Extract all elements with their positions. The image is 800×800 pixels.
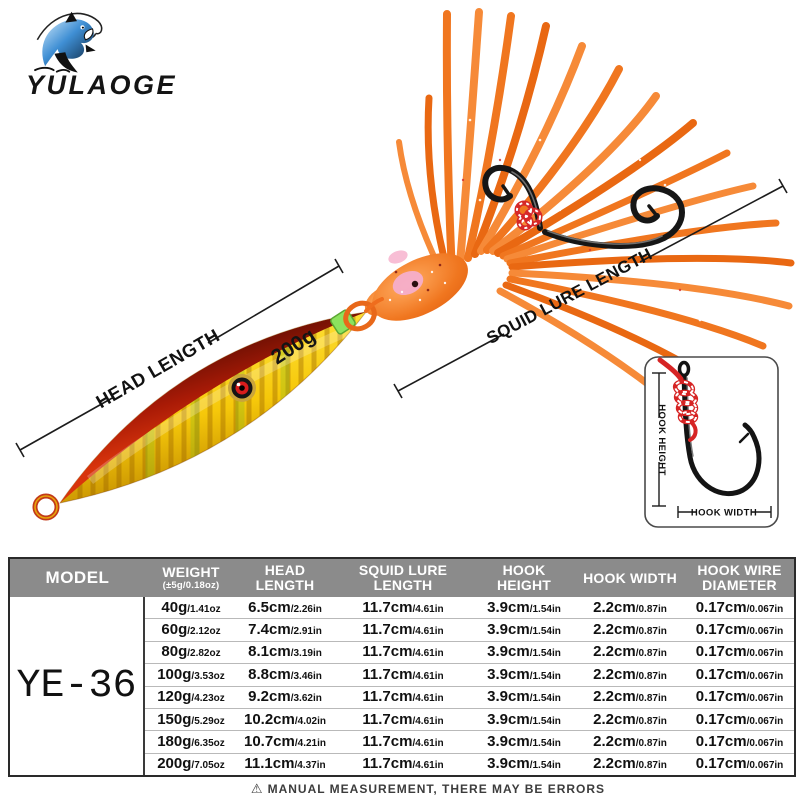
- table-cell-squid-lure-length: 11.7cm/4.61in: [362, 755, 444, 773]
- table-rows: 40g/1.41oz 6.5cm/2.26in 11.7cm/4.61in 3.9cm…: [145, 597, 794, 775]
- table-cell-hook-wire-diameter: 0.17cm/0.067in: [695, 688, 784, 706]
- skirt-head: [364, 250, 468, 321]
- table-cell-hook-wire-diameter: 0.17cm/0.067in: [695, 710, 784, 728]
- table-cell-weight: 120g/4.23oz: [157, 688, 225, 706]
- table-cell-weight: 180g/6.35oz: [157, 732, 225, 750]
- table-cell-weight: 100g/3.53oz: [157, 665, 225, 683]
- table-cell-squid-lure-length: 11.7cm/4.61in: [362, 710, 444, 728]
- table-cell-squid-lure-length: 11.7cm/4.61in: [362, 732, 444, 750]
- table-cell-hook-wire-diameter: 0.17cm/0.067in: [695, 598, 784, 616]
- table-cell-head-length: 11.1cm/4.37in: [244, 755, 326, 773]
- warning-triangle-icon: ⚠: [250, 781, 264, 796]
- column-header: HOOK WIRE DIAMETER: [697, 562, 782, 593]
- table-cell-weight: 60g/2.12oz: [161, 621, 221, 639]
- table-row: 40g/1.41oz 6.5cm/2.26in 11.7cm/4.61in 3.9cm…: [145, 597, 794, 618]
- table-cell-hook-height: 3.9cm/1.54in: [487, 621, 561, 639]
- table-cell-hook-width: 2.2cm/0.87in: [593, 755, 667, 773]
- table-cell-hook-width: 2.2cm/0.87in: [593, 710, 667, 728]
- model-value: YE-36: [16, 663, 137, 709]
- table-cell-hook-width: 2.2cm/0.87in: [593, 598, 667, 616]
- model-cell: YE-36: [10, 597, 145, 775]
- table-cell-weight: 200g/7.05oz: [157, 755, 225, 773]
- table-row: 80g/2.82oz 8.1cm/3.19in 11.7cm/4.61in 3.9cm…: [145, 640, 794, 663]
- table-cell-hook-height: 3.9cm/1.54in: [487, 755, 561, 773]
- disclaimer-text: MANUAL MEASUREMENT, THERE MAY BE ERRORS: [267, 782, 606, 796]
- table-cell-hook-wire-diameter: 0.17cm/0.067in: [695, 755, 784, 773]
- table-cell-hook-height: 3.9cm/1.54in: [487, 732, 561, 750]
- column-header: HOOK WIDTH: [583, 569, 677, 586]
- column-header: HOOK HEIGHT: [496, 562, 552, 593]
- hook-knot: [514, 200, 543, 231]
- tail-ring: [32, 493, 60, 521]
- squid-lure-length-line: [393, 178, 788, 399]
- table-row: 200g/7.05oz 11.1cm/4.37in 11.7cm/4.61in 3.9…: [145, 752, 794, 775]
- table-row: 150g/5.29oz 10.2cm/4.02in 11.7cm/4.61in 3.9…: [145, 707, 794, 730]
- hook-height-label: HOOK HEIGHT: [656, 404, 667, 475]
- table-row: 120g/4.23oz 9.2cm/3.62in 11.7cm/4.61in 3.9c…: [145, 685, 794, 708]
- hook-inset: HOOK HEIGHT HOOK WIDTH: [644, 356, 779, 528]
- table-cell-hook-height: 3.9cm/1.54in: [487, 688, 561, 706]
- table-cell-head-length: 9.2cm/3.62in: [248, 688, 322, 706]
- table-cell-hook-height: 3.9cm/1.54in: [487, 710, 561, 728]
- column-header: WEIGHT(±5g/0.18oz): [162, 564, 220, 591]
- hook-height-line: [652, 372, 666, 507]
- table-body: YE-36 40g/1.41oz 6.5cm/2.26in 11.7cm/4.61i…: [10, 597, 794, 775]
- table-cell-hook-wire-diameter: 0.17cm/0.067in: [695, 643, 784, 661]
- table-cell-weight: 40g/1.41oz: [161, 598, 221, 616]
- table-cell-squid-lure-length: 11.7cm/4.61in: [362, 598, 444, 616]
- brand-name: YULAOGE: [26, 70, 178, 100]
- table-cell-hook-width: 2.2cm/0.87in: [593, 732, 667, 750]
- table-cell-squid-lure-length: 11.7cm/4.61in: [362, 688, 444, 706]
- table-cell-head-length: 8.8cm/3.46in: [248, 665, 322, 683]
- hook-width-line: [677, 506, 772, 518]
- table-cell-weight: 150g/5.29oz: [157, 710, 225, 728]
- skirt-eye: [411, 280, 419, 288]
- table-cell-hook-width: 2.2cm/0.87in: [593, 688, 667, 706]
- table-cell-hook-width: 2.2cm/0.87in: [593, 665, 667, 683]
- table-cell-head-length: 8.1cm/3.19in: [248, 643, 322, 661]
- table-cell-head-length: 7.4cm/2.91in: [248, 621, 322, 639]
- fish-logo-icon: [34, 11, 103, 73]
- table-cell-squid-lure-length: 11.7cm/4.61in: [362, 643, 444, 661]
- squid-skirt: [396, 8, 795, 433]
- head-ring: [330, 297, 384, 335]
- table-cell-hook-height: 3.9cm/1.54in: [487, 665, 561, 683]
- table-cell-hook-width: 2.2cm/0.87in: [593, 643, 667, 661]
- table-row: 180g/6.35oz 10.7cm/4.21in 11.7cm/4.61in 3.9…: [145, 730, 794, 752]
- table-cell-hook-wire-diameter: 0.17cm/0.067in: [695, 621, 784, 639]
- column-header: SQUID LURE LENGTH: [358, 562, 448, 593]
- head-length-line: [15, 258, 344, 458]
- lure-scene: 200g HEAD LENGTH SQUID LURE LENGTH: [15, 8, 795, 528]
- column-header: MODEL: [45, 568, 110, 588]
- table-cell-head-length: 10.7cm/4.21in: [243, 732, 326, 750]
- table-cell-hook-height: 3.9cm/1.54in: [487, 598, 561, 616]
- table-row: 100g/3.53oz 8.8cm/3.46in 11.7cm/4.61in 3.9c…: [145, 663, 794, 685]
- table-cell-head-length: 6.5cm/2.26in: [248, 598, 322, 616]
- hook-width-label: HOOK WIDTH: [691, 508, 757, 519]
- table-cell-hook-wire-diameter: 0.17cm/0.067in: [695, 732, 784, 750]
- table-cell-squid-lure-length: 11.7cm/4.61in: [362, 665, 444, 683]
- spec-table: MODEL WEIGHT(±5g/0.18oz) HEAD LENGTH SQUID …: [8, 557, 796, 777]
- disclaimer: ⚠MANUAL MEASUREMENT, THERE MAY BE ERRORS: [56, 781, 800, 797]
- table-cell-squid-lure-length: 11.7cm/4.61in: [362, 621, 444, 639]
- column-header: HEAD LENGTH: [255, 562, 315, 593]
- table-cell-hook-height: 3.9cm/1.54in: [487, 643, 561, 661]
- jig-eye: [228, 374, 256, 402]
- assist-hooks-icon: [482, 164, 685, 249]
- table-cell-hook-width: 2.2cm/0.87in: [593, 621, 667, 639]
- inset-knot: [657, 357, 699, 442]
- table-header-row: MODEL WEIGHT(±5g/0.18oz) HEAD LENGTH SQUID …: [10, 559, 794, 597]
- table-cell-head-length: 10.2cm/4.02in: [243, 710, 326, 728]
- table-cell-hook-wire-diameter: 0.17cm/0.067in: [695, 665, 784, 683]
- table-row: 60g/2.12oz 7.4cm/2.91in 11.7cm/4.61in 3.9cm…: [145, 618, 794, 640]
- table-cell-weight: 80g/2.82oz: [161, 643, 221, 661]
